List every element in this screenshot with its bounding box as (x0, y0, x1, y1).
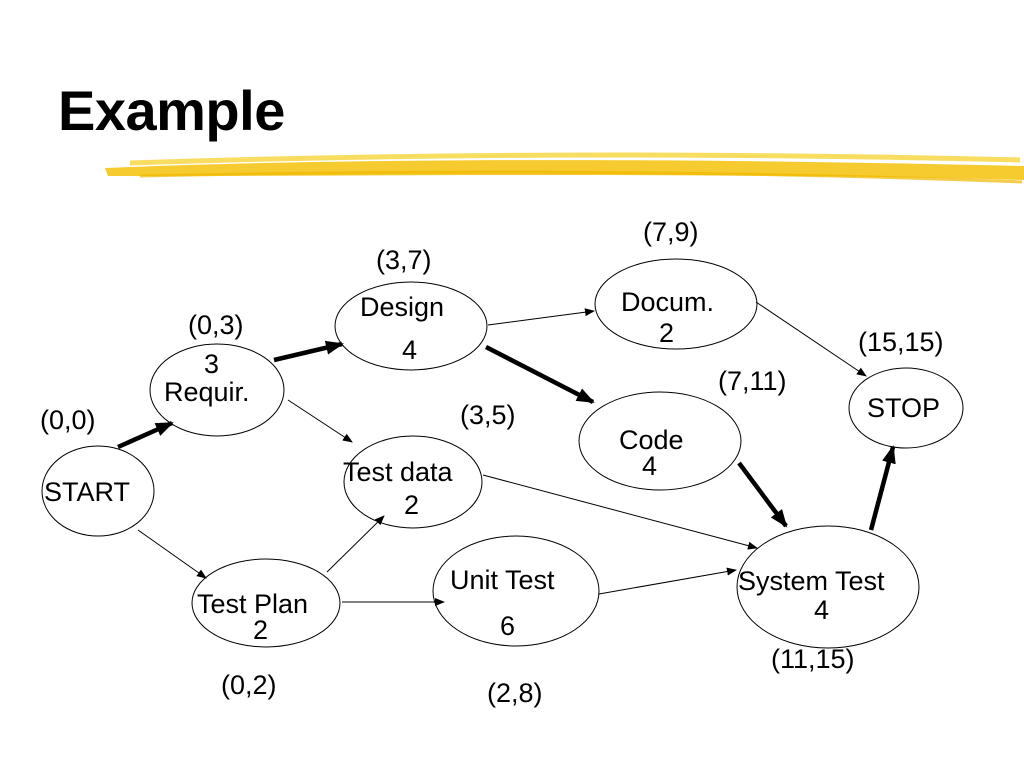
stop-times: (15,15) (858, 327, 944, 357)
test-plan-label: Test Plan (197, 589, 309, 619)
start-times: (0,0) (40, 405, 96, 435)
edge-testplan-testdata (326, 515, 385, 573)
requir-times: (0,3) (188, 310, 244, 340)
node-start (41, 445, 155, 537)
edge-requir-design (273, 340, 344, 363)
node-system-test (736, 525, 920, 649)
docum-times: (7,9) (643, 217, 699, 247)
edge-design-docum (487, 308, 595, 326)
edge-docum-stop (755, 301, 867, 377)
design-duration: 4 (402, 335, 418, 365)
design-label: Design (360, 292, 445, 322)
node-design (334, 281, 488, 371)
code-duration: 4 (642, 451, 658, 481)
unit-test-duration: 6 (500, 611, 516, 641)
edge-code-systemtest (737, 461, 788, 528)
system-test-times: (11,15) (771, 644, 855, 674)
node-test-plan (191, 558, 341, 648)
edge-start-testplan (137, 529, 207, 579)
edge-unittest-systemtest (598, 567, 737, 595)
code-times: (7,11) (718, 366, 787, 396)
node-code (578, 391, 742, 491)
node-unit-test (432, 535, 600, 647)
edge-design-code (484, 344, 595, 405)
unit-test-label: Unit Test (450, 565, 555, 595)
node-docum (594, 258, 758, 350)
test-plan-times: (0,2) (221, 670, 277, 700)
unit-test-times: (2,8) (487, 678, 543, 708)
edge-requir-testdata (287, 399, 353, 443)
node-requir (149, 343, 285, 437)
test-data-label: Test data (343, 457, 453, 487)
test-plan-duration: 2 (253, 615, 269, 645)
test-data-times: (3,5) (460, 400, 516, 430)
system-test-duration: 4 (814, 595, 830, 625)
requir-duration: 3 (204, 349, 220, 379)
docum-label: Docum. (621, 287, 715, 317)
edge-start-requir (117, 420, 174, 450)
start-label: START (44, 477, 131, 507)
edge-systemtest-stop (868, 445, 896, 531)
slide-title: Example (58, 79, 285, 142)
docum-duration: 2 (659, 318, 675, 348)
test-data-duration: 2 (404, 490, 420, 520)
requir-label: Requir. (164, 377, 250, 407)
node-test-data (343, 435, 483, 529)
node-stop (848, 367, 964, 449)
design-times: (3,7) (376, 245, 432, 275)
code-label: Code (619, 425, 684, 455)
stop-label: STOP (867, 393, 941, 423)
edge-testdata-systemtest (482, 474, 758, 550)
system-test-label: System Test (738, 566, 885, 596)
